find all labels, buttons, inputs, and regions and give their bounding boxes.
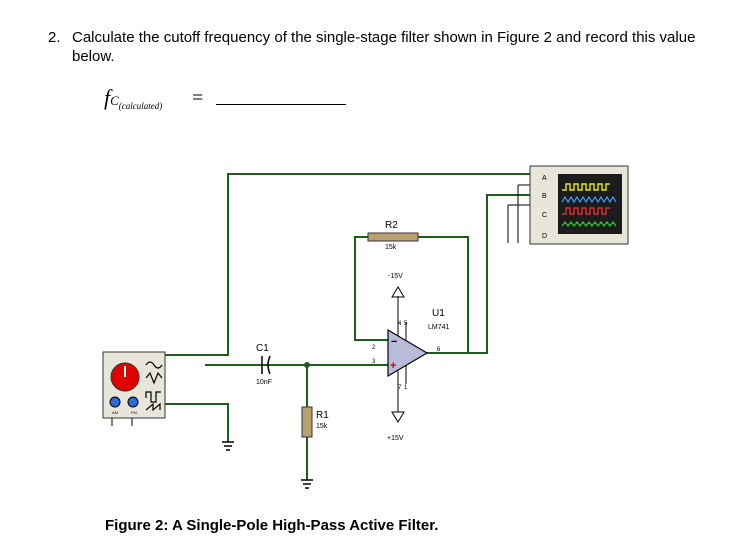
trace-c [562, 207, 610, 215]
wire-inverting-loop [354, 236, 388, 341]
generator-knob-am [109, 396, 121, 408]
figure-caption: Figure 2: A Single-Pole High-Pass Active… [105, 517, 439, 534]
question-text: Calculate the cutoff frequency of the si… [72, 29, 696, 65]
pin-v-plus: 7 [398, 385, 402, 391]
wire-generator-to-ground [165, 403, 229, 442]
formula-symbol: f [104, 85, 111, 110]
u1-part: LM741 [428, 324, 450, 331]
trace-a [562, 183, 610, 191]
wire-generator-to-scope-a [165, 173, 530, 356]
scope-channel-b: B [542, 193, 547, 200]
oscilloscope: A B C D [507, 165, 629, 245]
neg-supply-label: -15V [388, 273, 403, 280]
c1-value: 10nF [256, 379, 272, 386]
op-amp-u1: − + U1 LM741 2 3 6 4 5 7 1 -15V +15V [372, 273, 450, 442]
wires [165, 173, 530, 480]
pin-inv: 2 [372, 345, 376, 351]
formula-subscript-c: C [110, 93, 119, 108]
pin-v-minus: 4 [398, 321, 402, 327]
scope-channel-d: D [542, 233, 547, 240]
ground-symbol [301, 479, 313, 489]
formula-equals: = [192, 87, 204, 109]
pos-supply-arrow-icon [391, 411, 405, 423]
formula-subscript-label: (calculated) [118, 101, 163, 111]
r2-value: 15k [385, 244, 397, 251]
r2-name: R2 [385, 220, 398, 231]
trace-b [561, 195, 617, 204]
trace-d [561, 221, 617, 227]
wire-r2-to-output [418, 236, 469, 353]
r1-value: 15k [316, 423, 328, 430]
cutoff-formula: fC(calculated) = [104, 85, 203, 111]
pin-offset-bottom: 1 [404, 385, 408, 391]
resistor-r2: R2 15k [367, 220, 419, 251]
pin-noninv: 3 [372, 359, 376, 365]
scope-channel-a: A [542, 175, 547, 182]
pin-out: 6 [437, 347, 441, 353]
r1-name: R1 [316, 410, 329, 421]
node-dot [304, 362, 310, 368]
generator-label-fm: FM [131, 410, 137, 415]
scope-channel-c: C [542, 212, 547, 219]
generator-label-am: AM [112, 410, 118, 415]
wire-output-to-scope-b [427, 194, 530, 354]
generator-knob-fm [127, 396, 139, 408]
pos-supply-label: +15V [387, 435, 404, 442]
noninverting-input-sign: + [390, 360, 396, 372]
capacitor-c1: C1 10nF [256, 343, 272, 386]
square-wave-icon [145, 391, 161, 403]
ground-symbol [222, 441, 234, 451]
inverting-input-sign: − [391, 336, 397, 348]
answer-blank-line[interactable] [216, 104, 346, 105]
triangle-wave-icon [145, 371, 163, 385]
u1-name: U1 [432, 308, 445, 319]
c1-name: C1 [256, 343, 269, 354]
sawtooth-wave-icon [145, 402, 161, 412]
sine-wave-icon [145, 361, 163, 369]
neg-supply-arrow-icon [391, 286, 405, 298]
function-generator: AM FM [102, 351, 166, 426]
resistor-r1: R1 15k [301, 406, 329, 438]
question-number: 2. [48, 29, 61, 46]
